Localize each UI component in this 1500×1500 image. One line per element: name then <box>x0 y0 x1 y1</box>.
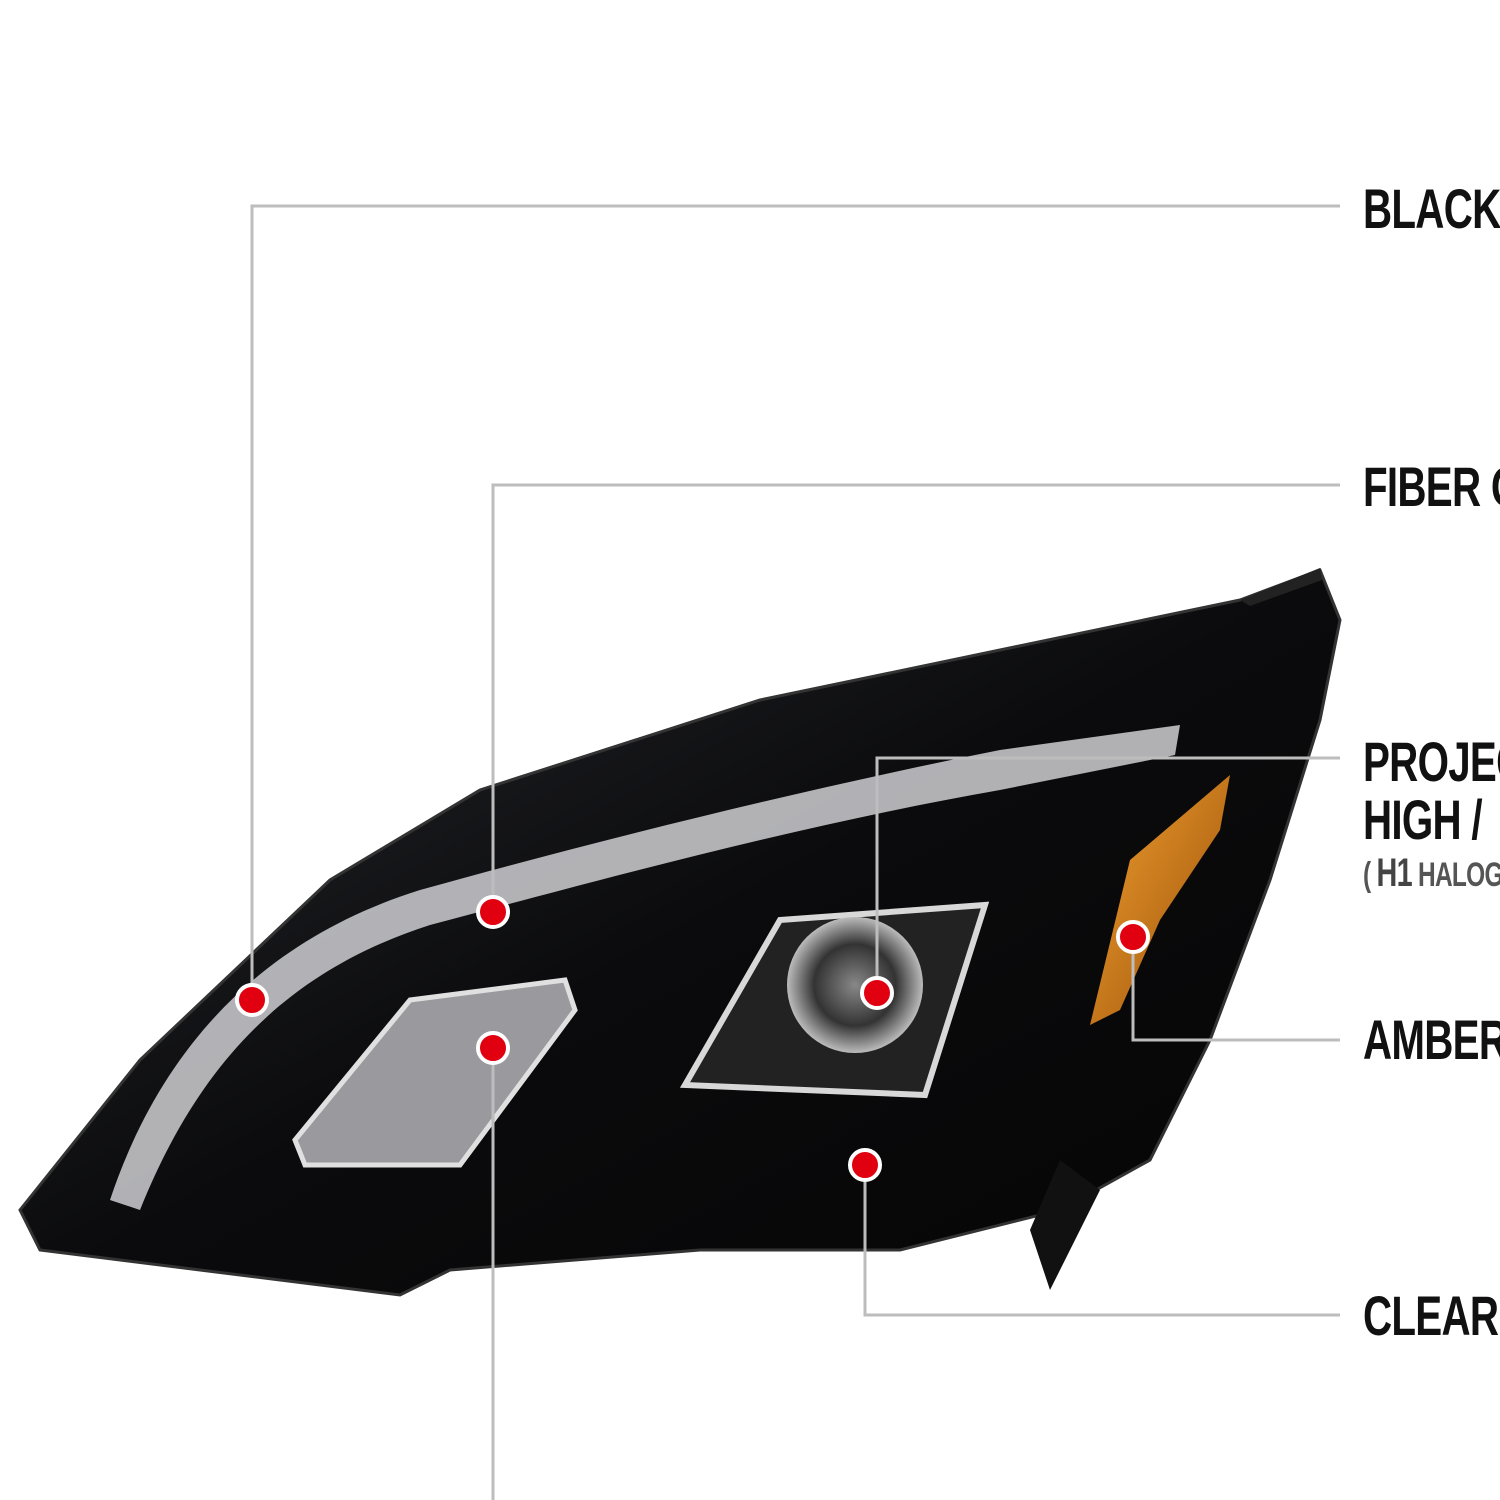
label-projector-note: ( H1 HALOG <box>1363 853 1500 894</box>
note-type: HALOG <box>1417 856 1500 894</box>
dot-projector <box>860 976 894 1010</box>
dot-clear <box>848 1148 882 1182</box>
label-projector-line2: HIGH / <box>1363 788 1483 851</box>
dot-black-housing <box>235 983 269 1017</box>
callout-dots <box>235 895 1150 1182</box>
label-amber: AMBER <box>1363 1008 1500 1071</box>
note-paren: ( <box>1363 856 1371 894</box>
amber-reflector <box>1090 775 1230 1025</box>
fiber-optic-light-bar <box>110 725 1180 1210</box>
label-black: BLACK <box>1363 177 1500 240</box>
dot-amber <box>1116 920 1150 954</box>
clear-reflector <box>292 977 578 1168</box>
callout-lines <box>250 204 1340 1500</box>
projector-lens <box>679 901 990 1099</box>
label-clear: CLEAR I <box>1363 1284 1500 1347</box>
dot-reflector <box>476 1031 510 1065</box>
label-projector-line1: PROJEC <box>1363 730 1500 793</box>
label-fiber-optic: FIBER O <box>1363 455 1500 518</box>
dot-fiber-optic <box>476 895 510 929</box>
note-bulb: H1 <box>1376 851 1413 895</box>
